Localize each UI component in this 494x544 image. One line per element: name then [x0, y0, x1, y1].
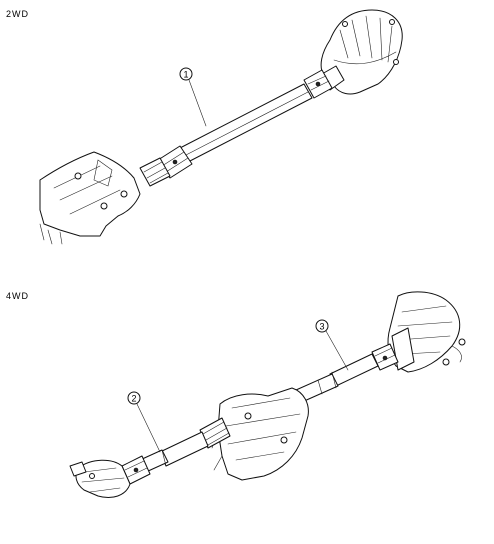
front-differential-4wd [69, 459, 131, 498]
section-label-2wd: 2WD [6, 9, 29, 19]
rear-differential-4wd [387, 291, 466, 373]
front-propeller-shaft-4wd [139, 431, 209, 473]
section-label-4wd: 4WD [6, 291, 29, 301]
callout-3: 3 [315, 319, 349, 371]
callout-3-number: 3 [319, 322, 324, 332]
rear-propeller-shaft-4wd [295, 353, 379, 403]
rear-universal-joint-4wd [371, 343, 399, 371]
front-universal-joint-4wd [121, 455, 151, 485]
callout-2: 2 [127, 391, 161, 453]
transfer-case-4wd [211, 387, 309, 481]
propeller-shaft-tube-2wd [179, 83, 313, 163]
rear-differential-2wd [320, 9, 403, 95]
rear-universal-joint-2wd [303, 69, 333, 99]
callout-2-number: 2 [131, 394, 136, 404]
transmission-2wd [39, 151, 141, 245]
callout-1: 1 [179, 67, 207, 127]
front-universal-joint-2wd [139, 145, 193, 187]
callout-1-number: 1 [183, 70, 188, 80]
